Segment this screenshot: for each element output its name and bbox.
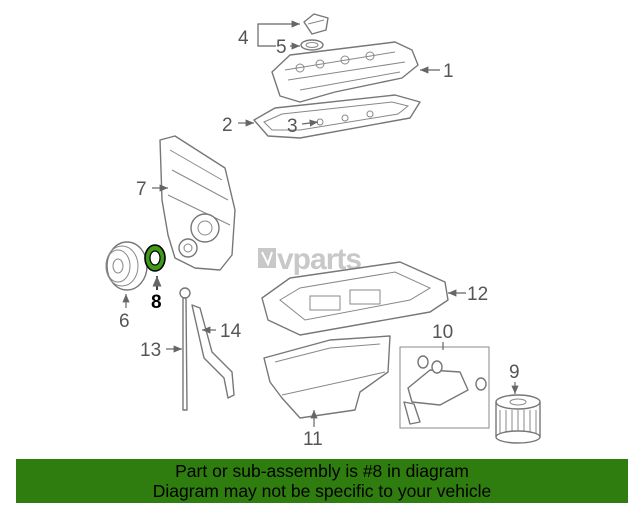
callout-7: 7 bbox=[136, 179, 147, 200]
callout-8: 8 bbox=[151, 292, 162, 313]
callout-12: 12 bbox=[467, 284, 488, 305]
front-crankshaft-seal[interactable] bbox=[144, 244, 166, 272]
upper-oil-pan[interactable] bbox=[261, 261, 449, 336]
banner-line-1: Part or sub-assembly is #8 in diagram bbox=[175, 461, 469, 481]
info-banner: Part or sub-assembly is #8 in diagram Di… bbox=[16, 459, 628, 503]
oil-dipstick[interactable] bbox=[179, 287, 191, 411]
callout-13: 13 bbox=[140, 340, 161, 361]
callout-6: 6 bbox=[119, 311, 130, 332]
oil-filter[interactable] bbox=[495, 394, 541, 444]
crankshaft-pulley[interactable] bbox=[105, 241, 148, 291]
callout-3: 3 bbox=[287, 116, 298, 137]
callout-14: 14 bbox=[220, 321, 242, 342]
valve-cover[interactable] bbox=[271, 41, 419, 103]
oil-strainer-assembly[interactable] bbox=[403, 355, 487, 425]
oil-pump-group-box bbox=[399, 346, 490, 429]
dipstick-tube[interactable] bbox=[191, 304, 235, 399]
timing-cover[interactable] bbox=[159, 135, 236, 271]
callout-11: 11 bbox=[303, 429, 323, 450]
callout-2: 2 bbox=[222, 115, 233, 136]
callout-10: 10 bbox=[432, 322, 453, 343]
lower-oil-pan[interactable] bbox=[263, 335, 391, 419]
valve-cover-gasket[interactable] bbox=[253, 94, 421, 139]
callout-4: 4 bbox=[238, 28, 249, 49]
callout-9: 9 bbox=[509, 362, 520, 383]
parts-diagram: vparts 1 2 3 4 5 7 bbox=[105, 13, 541, 450]
oil-filler-cap[interactable] bbox=[303, 13, 329, 35]
callout-1: 1 bbox=[443, 61, 454, 82]
callout-5: 5 bbox=[276, 37, 287, 58]
cap-gasket[interactable] bbox=[300, 39, 324, 51]
banner-line-2: Diagram may not be specific to your vehi… bbox=[152, 481, 492, 501]
